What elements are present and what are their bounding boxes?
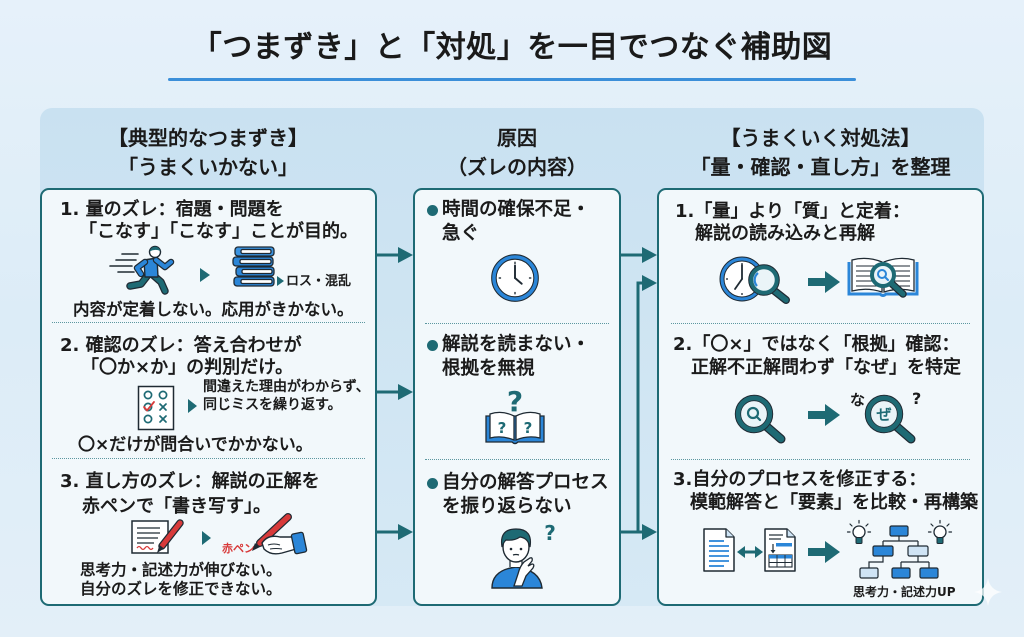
side-note-text: ロス・混乱 <box>286 274 352 289</box>
column-header-line: （ズレの内容） <box>447 155 587 179</box>
running-person-icon <box>109 245 175 295</box>
item-title: 「こなす」「こなす」ことが目的。 <box>79 221 358 242</box>
item-title: 2. 確認のズレ：答え合わせが <box>60 335 302 356</box>
notes-with-pen-icon <box>131 519 184 554</box>
play-triangle-icon <box>202 531 211 545</box>
item-title: 「〇か×か」の判別だけ。 <box>81 357 294 378</box>
cause-line: 時間の確保不足・ <box>442 199 591 220</box>
dotted-divider <box>52 458 365 459</box>
column-header-line: 「量・確認・直し方」を整理 <box>690 155 951 179</box>
red-pen-label: 赤ペン <box>222 542 255 555</box>
cause-line: 解説を読まない・ <box>442 334 591 355</box>
stumbling-box: 1. 量のズレ：宿題・問題を 「こなす」「こなす」ことが目的。 <box>40 188 377 606</box>
double-arrow-icon <box>737 546 763 558</box>
document-icon <box>703 528 735 572</box>
item-result: 〇×だけが問合いでかかない。 <box>78 435 313 455</box>
bullet-icon <box>427 204 438 216</box>
magnifier-why-icon: ぜ <box>864 394 916 444</box>
column-header-solutions: 【うまくいく対処法】 「量・確認・直し方」を整理 <box>657 124 984 182</box>
play-triangle-icon <box>277 276 284 286</box>
arrow-right-icon <box>808 404 840 426</box>
column-header-line: 【うまくいく対処法】 <box>720 126 921 150</box>
item-title: 1.「量」より「質」と定着： <box>675 201 911 222</box>
play-triangle-icon <box>200 268 210 282</box>
checklist-icon <box>137 385 175 431</box>
cause-line: を振り返らない <box>442 496 572 517</box>
arrow-right-icon <box>808 271 840 293</box>
thinking-person-icon: ? <box>491 521 556 589</box>
why-prefix-text: な <box>850 391 866 409</box>
bullet-icon <box>427 339 438 351</box>
page-title: 「つまずき」と「対処」を一目でつなぐ補助図 <box>191 30 833 65</box>
item-title: 解説の読み込みと再解 <box>695 223 875 244</box>
clock-icon <box>491 254 539 302</box>
book-magnifier-icon <box>847 257 919 298</box>
hierarchy-diagram-icon <box>859 525 939 579</box>
hand-writing-red-pen-icon <box>252 513 308 555</box>
item-title: 2.「〇×」ではなく「根拠」確認： <box>673 334 960 355</box>
lightbulb-icon <box>927 519 953 544</box>
bullet-icon <box>427 477 438 489</box>
causes-box: 時間の確保不足・ 急ぐ 解説を読まない・ 根拠を無視 ? ? ? 自分の解答プロ… <box>413 188 621 606</box>
dotted-divider <box>425 459 609 460</box>
side-note: ロス・混乱 <box>277 274 351 290</box>
title-underline <box>168 78 856 81</box>
item-title: 3. 直し方のズレ：解説の正解を <box>60 471 320 492</box>
item-result: 思考力・記述力が伸びない。 自分のズレを修正できない。 <box>80 561 282 598</box>
result-caption: 思考力・記述力UP <box>853 585 956 599</box>
question-mark: ? <box>524 419 533 437</box>
dotted-divider <box>671 323 970 324</box>
cause-line: 急ぐ <box>442 223 480 244</box>
clock-magnifier-icon <box>719 256 790 304</box>
item-result-line: 思考力・記述力が伸びない。 <box>80 561 282 579</box>
magnifier-icon <box>734 394 786 444</box>
why-lens-text: ぜ <box>876 406 891 424</box>
item-title: 正解不正解問わず「なぜ」を特定 <box>691 357 961 378</box>
dotted-divider <box>425 323 609 324</box>
dotted-divider <box>52 322 365 323</box>
play-triangle-icon <box>188 399 197 413</box>
why-suffix-text: ? <box>912 389 922 408</box>
book-stack-icon <box>232 246 275 287</box>
column-header-stumbling: 【典型的なつまずき】 「うまくいかない」 <box>40 124 376 182</box>
cause-text: 時間の確保不足・ 急ぐ <box>442 198 590 246</box>
column-header-line: 原因 <box>497 126 537 150</box>
cause-line: 自分の解答プロセス <box>442 472 609 493</box>
lightbulb-icon <box>846 519 872 544</box>
item-title: 模範解答と「要素」を比較・再構築 <box>690 492 978 513</box>
column-header-line: 【典型的なつまずき】 <box>108 126 308 150</box>
item-title: 赤ペンで「書き写す」。 <box>82 496 271 517</box>
item-result: 内容が定着しない。応用がきかない。 <box>73 300 354 319</box>
cause-text: 解説を読まない・ 根拠を無視 <box>442 333 590 381</box>
side-note: 間違えた理由がわからず、 同じミスを繰り返す。 <box>203 378 370 414</box>
dotted-divider <box>671 459 970 460</box>
item-title: 1. 量のズレ：宿題・問題を <box>60 199 284 220</box>
document-diagram-icon <box>764 528 796 572</box>
arrow-right-icon <box>808 541 840 563</box>
item-title: 3.自分のプロセスを修正する： <box>673 469 927 490</box>
item-result-line: 自分のズレを修正できない。 <box>80 579 282 598</box>
side-note-line: 同じミスを繰り返す。 <box>203 397 342 413</box>
open-book-question-icon: ? ? ? <box>485 385 545 445</box>
column-header-line: 「うまくいかない」 <box>118 155 298 179</box>
question-mark: ? <box>544 521 556 545</box>
sparkle-icon <box>974 578 1002 606</box>
cause-text: 自分の解答プロセス を振り返らない <box>442 471 609 519</box>
side-note-line: 間違えた理由がわからず、 <box>203 379 370 395</box>
solutions-box: 1.「量」より「質」と定着： 解説の読み込みと再解 <box>657 188 984 606</box>
cause-line: 根拠を無視 <box>442 358 535 379</box>
question-mark: ? <box>507 385 523 418</box>
question-mark: ? <box>498 419 507 437</box>
column-header-causes: 原因 （ズレの内容） <box>413 124 621 182</box>
